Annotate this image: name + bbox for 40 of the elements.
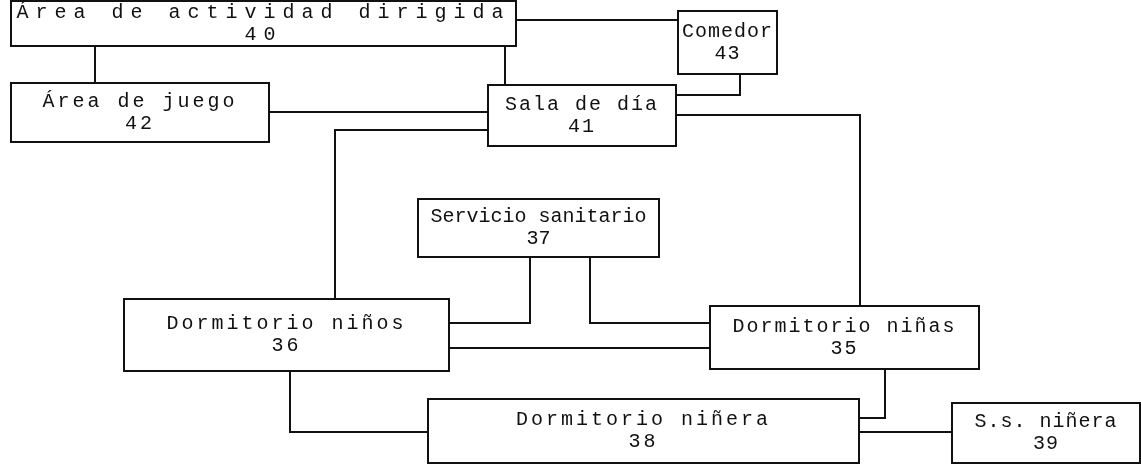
room-box [123, 298, 450, 372]
connector-line [859, 369, 886, 419]
room-number: 39 [1033, 433, 1059, 455]
room-name: Área de juego [42, 90, 238, 113]
room-name: Dormitorio niñas [732, 315, 957, 338]
connector-line [289, 371, 428, 433]
connector-line [516, 19, 678, 21]
room-number: 42 [125, 112, 155, 135]
room-number: 38 [628, 431, 659, 453]
connector-line [676, 114, 861, 306]
room-name: S.s. niñera [974, 411, 1118, 433]
room-box [709, 305, 980, 370]
room-name: Comedor [682, 20, 773, 43]
room-box [10, 82, 270, 143]
room-number: 41 [568, 115, 596, 138]
connector-line [449, 347, 710, 349]
room-box [10, 0, 517, 47]
connector-line [334, 129, 488, 299]
room-box [487, 84, 677, 147]
room-number: 40 [244, 23, 283, 46]
connector-line [449, 257, 531, 324]
room-name: Dormitorio niñera [515, 409, 771, 431]
connector-line [589, 257, 710, 324]
room-box [951, 402, 1141, 464]
room-number: 36 [271, 335, 302, 357]
connector-line [676, 74, 741, 96]
room-number: 37 [526, 228, 551, 250]
connector-line [504, 46, 506, 85]
connector-line [269, 111, 488, 113]
room-box [677, 10, 778, 75]
room-name: Servicio sanitario [430, 206, 647, 228]
connector-line [94, 46, 96, 83]
room-name: Dormitorio niños [166, 313, 407, 335]
connector-line [859, 431, 952, 433]
room-number: 43 [714, 42, 741, 65]
room-number: 35 [830, 337, 859, 360]
room-name: Sala de día [505, 93, 659, 116]
room-name: Área de actividad dirigida [16, 1, 511, 24]
room-box [427, 398, 860, 464]
room-box [417, 198, 660, 258]
